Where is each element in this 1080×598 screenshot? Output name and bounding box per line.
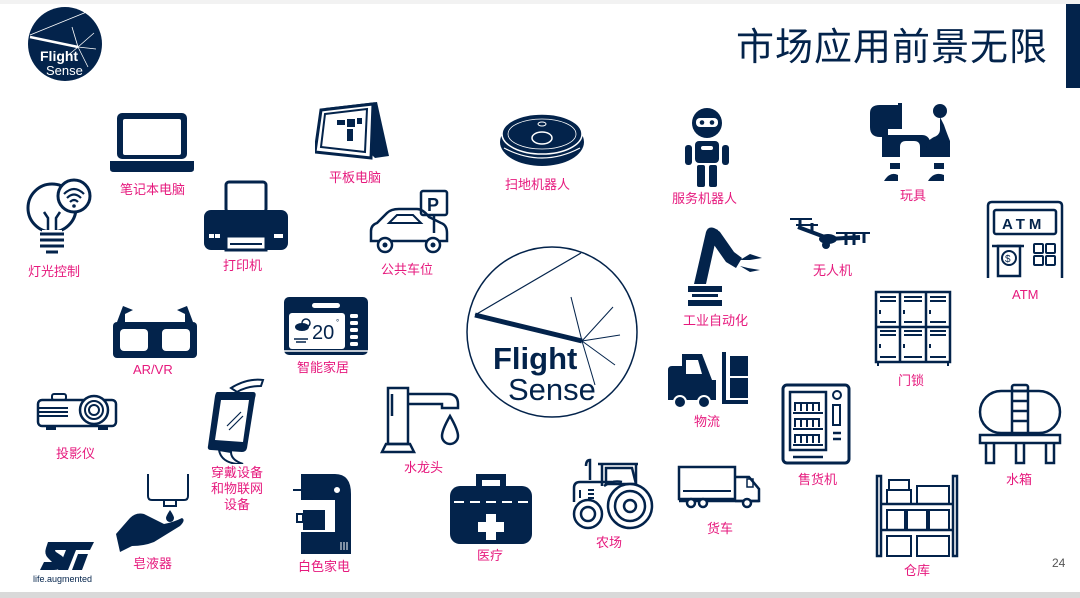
drone-icon	[790, 218, 870, 249]
tablet-icon	[315, 102, 389, 160]
robot-vacuum-icon	[500, 113, 584, 166]
svg-text:Flight: Flight	[493, 341, 577, 376]
bottom-divider	[0, 592, 1080, 598]
svg-text:Sense: Sense	[46, 63, 83, 78]
svg-text:Sense: Sense	[508, 372, 596, 407]
label-lighting: 灯光控制	[28, 264, 81, 279]
vending-machine-icon	[781, 383, 851, 465]
svg-text:$: $	[1005, 254, 1011, 265]
robot-dog-icon	[870, 103, 950, 181]
page-number: 24	[1052, 556, 1066, 570]
label-toy: 玩具	[900, 188, 927, 203]
printer-icon	[204, 180, 288, 252]
svg-text:P: P	[427, 195, 439, 215]
medical-kit-icon	[450, 474, 532, 544]
label-white-goods: 白色家电	[298, 559, 351, 574]
forklift-icon	[668, 352, 748, 408]
label-arvr: AR/VR	[133, 362, 173, 377]
label-drone: 无人机	[813, 263, 853, 278]
water-tank-icon	[978, 383, 1062, 465]
svg-text:Flight: Flight	[40, 48, 78, 64]
label-atm: ATM	[1012, 287, 1039, 302]
service-robot-icon	[685, 108, 729, 187]
tractor-icon	[572, 458, 654, 530]
label-warehouse: 仓库	[904, 563, 931, 578]
svg-text:°: °	[336, 318, 339, 327]
label-wearables-iot: 穿戴设备 和物联网 设备	[211, 465, 264, 512]
label-medical: 医疗	[477, 548, 504, 563]
label-projector: 投影仪	[56, 446, 96, 461]
label-logistics: 物流	[694, 414, 721, 429]
brand-tagline: life.augmented	[33, 574, 93, 584]
svg-text:20: 20	[312, 322, 334, 344]
robot-arm-icon	[688, 227, 762, 306]
smartwatch-icon	[207, 378, 265, 464]
label-robot-vacuum: 扫地机器人	[505, 177, 571, 192]
label-parking: 公共车位	[381, 262, 434, 277]
lockers-icon	[874, 290, 952, 366]
smart-bulb-icon	[26, 178, 92, 254]
label-service-robot: 服务机器人	[672, 191, 738, 206]
laptop-icon	[110, 113, 194, 172]
atm-icon: ATM $	[986, 200, 1064, 278]
warehouse-shelf-icon	[875, 474, 959, 558]
label-laptop: 笔记本电脑	[120, 182, 186, 197]
thermostat-icon: 20 °	[284, 297, 368, 355]
st-logo-icon	[40, 542, 94, 570]
label-truck: 货车	[707, 521, 734, 536]
label-printer: 打印机	[223, 258, 263, 273]
label-water-tank: 水箱	[1006, 472, 1033, 487]
vr-glasses-icon	[113, 306, 197, 358]
projector-icon	[36, 393, 118, 430]
flightsense-center-logo-icon: Flight Sense	[466, 246, 638, 418]
coffee-machine-icon	[293, 474, 351, 554]
title-accent-bar	[1066, 4, 1080, 88]
label-soap-dispenser: 皂液器	[133, 556, 173, 571]
label-vending-machine: 售货机	[798, 472, 838, 487]
truck-icon	[677, 465, 761, 509]
label-faucet: 水龙头	[404, 460, 444, 475]
label-door-lock: 门锁	[898, 373, 925, 388]
soap-dispenser-icon	[116, 474, 189, 552]
parking-car-icon: P	[369, 189, 449, 254]
label-smart-home: 智能家居	[297, 360, 350, 375]
flightsense-logo-icon: Flight Sense	[28, 7, 102, 81]
svg-text:ATM: ATM	[1002, 216, 1045, 233]
label-tablet: 平板电脑	[329, 170, 382, 185]
label-farm: 农场	[596, 535, 623, 550]
label-industrial-automation: 工业自动化	[683, 313, 749, 328]
faucet-icon	[380, 386, 460, 454]
page-title: 市场应用前景无限	[735, 27, 1048, 69]
